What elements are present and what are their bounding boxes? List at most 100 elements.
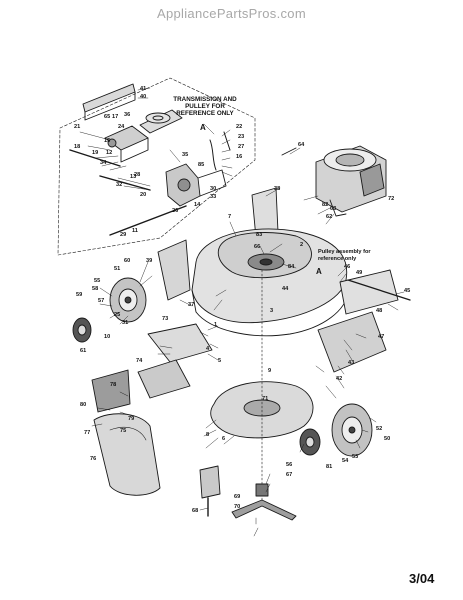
- part-label-45: 45: [404, 288, 410, 294]
- part-label-14: 14: [194, 202, 201, 208]
- grass-bag-frame: [91, 369, 131, 413]
- part-label-79: 79: [128, 416, 134, 422]
- part-label-8: 8: [206, 432, 209, 438]
- part-label-49: 49: [356, 270, 362, 276]
- part-label-78: 78: [110, 382, 116, 388]
- part-label-63: 63: [330, 206, 336, 212]
- part-label-70: 70: [234, 504, 240, 510]
- part-label-15: 15: [104, 138, 110, 144]
- watermark: AppliancePartsPros.com: [157, 6, 306, 21]
- part-label-81: 81: [326, 464, 332, 470]
- part-label-84: 84: [288, 264, 295, 270]
- grass-bag: [93, 413, 161, 496]
- part-label-83: 83: [256, 232, 262, 238]
- control-cable: [209, 131, 231, 171]
- part-label-65: 65: [104, 114, 110, 120]
- part-label-3: 3: [270, 308, 273, 314]
- handle-bracket: [82, 83, 136, 121]
- part-label-1: 1: [214, 322, 217, 328]
- part-label-10: 10: [104, 334, 110, 340]
- part-label-16: 16: [236, 154, 242, 160]
- part-label-47: 47: [378, 334, 384, 340]
- blade-adapter: [255, 483, 269, 497]
- part-label-35: 35: [182, 152, 188, 158]
- revision-date: 3/04: [409, 571, 435, 586]
- part-label-2: 2: [300, 242, 303, 248]
- mulch-plug: [137, 359, 191, 399]
- hubcap-right: [299, 428, 321, 456]
- part-label-29: 29: [120, 232, 126, 238]
- part-label-44: 44: [282, 286, 289, 292]
- part-label-11: 11: [132, 228, 138, 234]
- part-label-19: 19: [92, 150, 98, 156]
- callout-a-bottom: A: [316, 267, 322, 276]
- part-label-76: 76: [90, 456, 96, 462]
- part-label-52: 52: [376, 426, 382, 432]
- blade-bolt-kit: [199, 465, 221, 499]
- cutting-blade: [231, 499, 297, 521]
- part-label-33: 33: [210, 194, 216, 200]
- part-label-20: 20: [140, 192, 146, 198]
- part-label-54: 54: [342, 458, 349, 464]
- part-label-37: 37: [188, 302, 194, 308]
- part-label-73: 73: [162, 316, 168, 322]
- part-label-71: 71: [262, 396, 268, 402]
- part-label-66: 66: [254, 244, 260, 250]
- part-label-56: 56: [286, 462, 292, 468]
- part-label-25: 25: [114, 312, 120, 318]
- pulley-note: Pulley assembly for reference only: [318, 249, 371, 262]
- part-label-23: 23: [238, 134, 244, 140]
- part-label-32: 32: [116, 182, 122, 188]
- part-label-69: 69: [234, 494, 240, 500]
- part-label-58: 58: [92, 286, 98, 292]
- part-label-31: 31: [122, 320, 128, 326]
- gear-case: [165, 163, 227, 207]
- part-label-72: 72: [388, 196, 394, 202]
- part-label-5: 5: [218, 358, 221, 364]
- part-label-41: 41: [140, 86, 146, 92]
- part-label-64: 64: [298, 142, 305, 148]
- engine: [315, 145, 387, 217]
- part-label-26: 26: [172, 208, 178, 214]
- rear-flap: [317, 311, 387, 373]
- part-label-53: 53: [352, 454, 358, 460]
- rear-wheel-right: [331, 403, 373, 457]
- part-label-21: 21: [74, 124, 80, 130]
- part-label-67: 67: [286, 472, 292, 478]
- part-label-22: 22: [236, 124, 242, 130]
- hubcap-left: [72, 317, 92, 343]
- part-label-42: 42: [336, 376, 342, 382]
- part-label-4: 4: [206, 346, 210, 352]
- part-label-18: 18: [74, 144, 80, 150]
- part-label-77: 77: [84, 430, 90, 436]
- part-label-34: 34: [100, 160, 107, 166]
- part-label-9: 9: [268, 368, 271, 374]
- part-label-59: 59: [76, 292, 82, 298]
- rear-bracket: [157, 239, 191, 301]
- part-label-39: 39: [146, 258, 152, 264]
- front-wheel-left: [109, 277, 147, 323]
- part-label-27: 27: [238, 144, 244, 150]
- part-label-60: 60: [124, 258, 130, 264]
- leader-lines: [79, 87, 405, 537]
- part-label-57: 57: [98, 298, 104, 304]
- group-boundary: [57, 77, 256, 256]
- part-label-51: 51: [114, 266, 120, 272]
- part-label-62: 62: [326, 214, 332, 220]
- part-label-17: 17: [112, 114, 118, 120]
- part-label-7: 7: [228, 214, 231, 220]
- part-label-46: 46: [344, 264, 350, 270]
- part-label-75: 75: [120, 428, 126, 434]
- part-label-38: 38: [274, 186, 280, 192]
- mower-deck: [191, 228, 349, 337]
- part-label-36: 36: [124, 112, 130, 118]
- drive-pulley: [145, 112, 171, 124]
- part-label-28: 28: [134, 172, 140, 178]
- part-label-74: 74: [136, 358, 143, 364]
- part-label-13: 13: [130, 174, 136, 180]
- rear-axle: [347, 279, 411, 301]
- part-label-68: 68: [192, 508, 198, 514]
